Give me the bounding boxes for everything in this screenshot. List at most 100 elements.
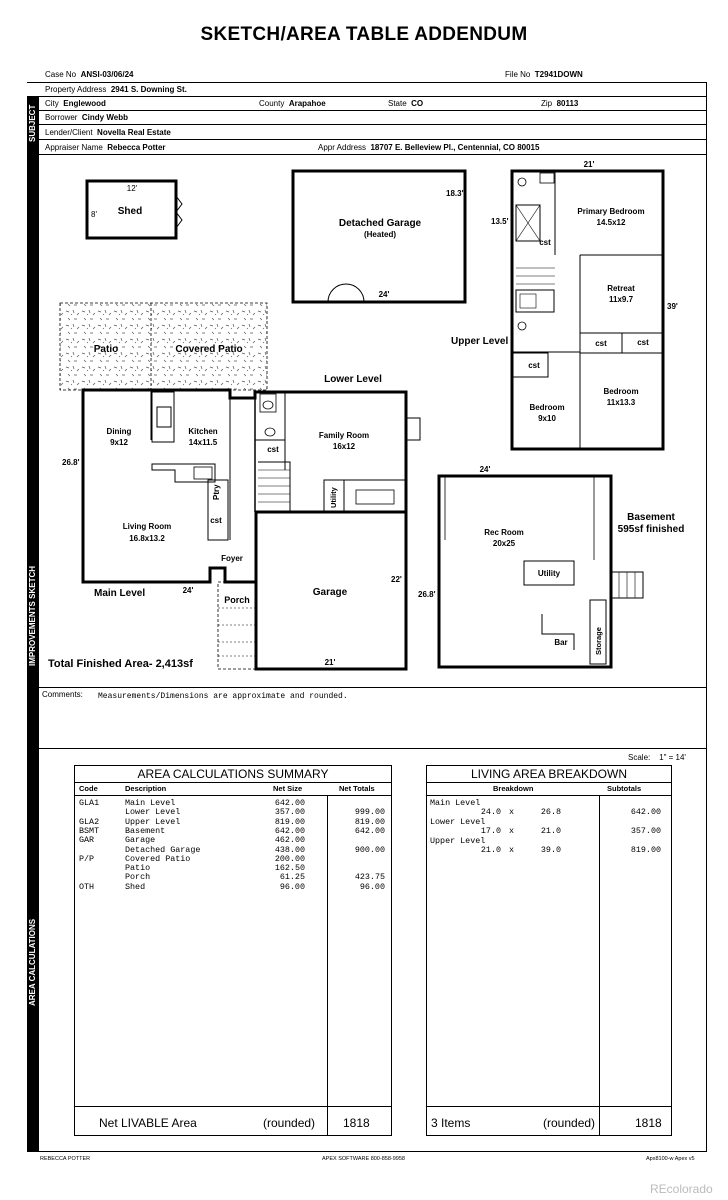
svg-text:Porch: Porch [224, 595, 250, 605]
svg-text:cst: cst [595, 339, 607, 348]
shed-outline [85, 179, 178, 240]
svg-text:11x9.7: 11x9.7 [609, 295, 634, 304]
cell-total: 423.75 [354, 872, 385, 883]
svg-text:14.5x12: 14.5x12 [597, 218, 626, 227]
cell-a: 24.0 [480, 807, 501, 818]
main-level-outline [81, 388, 408, 584]
city: City Englewood [45, 99, 106, 108]
svg-text:Utility: Utility [538, 569, 561, 578]
lender-client: Lender/Client Novella Real Estate [45, 128, 171, 137]
svg-text:cst: cst [528, 361, 540, 370]
cell-code: GLA2 [79, 816, 100, 827]
svg-text:Dining: Dining [107, 427, 132, 436]
cell-desc: Patio [125, 863, 151, 874]
cell-sub: 642.00 [630, 807, 661, 818]
svg-text:(Heated): (Heated) [364, 230, 396, 239]
svg-text:9x12: 9x12 [110, 438, 128, 447]
svg-text:Patio: Patio [94, 344, 118, 355]
svg-text:Living Room: Living Room [123, 522, 171, 531]
cell-a: 21.0 [480, 845, 501, 856]
svg-text:26.8': 26.8' [62, 458, 80, 467]
cell-net: 819.00 [274, 816, 305, 827]
cell-total: 900.00 [354, 844, 385, 855]
svg-text:Covered Patio: Covered Patio [175, 344, 242, 355]
svg-text:Family Room: Family Room [319, 431, 369, 440]
svg-text:Primary Bedroom: Primary Bedroom [577, 207, 644, 216]
comments-text: Measurements/Dimensions are approximate … [98, 692, 348, 701]
cell-code: OTH [79, 881, 95, 892]
svg-text:Basement: Basement [627, 512, 675, 523]
breakdown-group-name: Main Level [430, 798, 481, 808]
svg-text:cst: cst [637, 338, 649, 347]
borrower: Borrower Cindy Webb [45, 113, 128, 122]
cell-total: 96.00 [359, 881, 385, 892]
page-title: SKETCH/AREA TABLE ADDENDUM [200, 24, 528, 45]
svg-text:26.8': 26.8' [418, 590, 436, 599]
cell-net: 642.00 [274, 825, 305, 836]
svg-text:21': 21' [325, 658, 336, 667]
svg-text:Bar: Bar [554, 638, 567, 647]
svg-text:24': 24' [480, 465, 491, 474]
net-livable-label: Net LIVABLE Area [99, 1116, 197, 1130]
area-calculations-summary: AREA CALCULATIONS SUMMARY Code Descripti… [74, 765, 392, 1136]
appraiser-name: Appraiser Name Rebecca Potter [45, 143, 166, 152]
comments-label: Comments: [42, 690, 83, 699]
footer-software: APEX SOFTWARE 800-858-9958 [322, 1156, 405, 1162]
sidebar-calc: AREA CALCULATIONS [27, 748, 39, 1152]
svg-text:Lower Level: Lower Level [324, 374, 382, 385]
cell-code: GAR [79, 835, 95, 846]
breakdown-group-name: Lower Level [430, 817, 486, 827]
cell-desc: Main Level [125, 798, 176, 808]
cell-code: GLA1 [79, 798, 100, 808]
cell-desc: Upper Level [125, 816, 181, 827]
svg-text:14x11.5: 14x11.5 [189, 438, 218, 447]
svg-text:Bedroom: Bedroom [529, 403, 564, 412]
svg-text:Storage: Storage [594, 627, 603, 655]
watermark: REcolorado [650, 1182, 713, 1196]
svg-text:12': 12' [127, 184, 138, 193]
basement-outline [437, 474, 613, 669]
svg-text:cst: cst [267, 445, 279, 454]
svg-text:Garage: Garage [313, 587, 348, 598]
cell-sub: 357.00 [630, 826, 661, 837]
patio-area [59, 302, 268, 391]
living-breakdown-title: LIVING AREA BREAKDOWN [470, 767, 628, 781]
cell-desc: Shed [125, 881, 146, 892]
cell-x: x [509, 807, 515, 818]
file-no: File No T2941DOWN [505, 70, 583, 79]
svg-text:Bedroom: Bedroom [603, 387, 638, 396]
county: County Arapahoe [259, 99, 326, 108]
detached-garage-outline [291, 169, 467, 304]
living-total-value: 1818 [635, 1116, 662, 1130]
svg-text:Detached Garage: Detached Garage [339, 218, 422, 229]
property-address: Property Address 2941 S. Downing St. [45, 85, 187, 94]
footer-version: Apx8100-w Apex v5 [646, 1156, 695, 1162]
svg-text:8': 8' [91, 210, 97, 219]
cell-net: 357.00 [274, 807, 305, 818]
cell-total: 642.00 [354, 825, 385, 836]
cell-total: 999.00 [354, 807, 385, 818]
cell-b: 21.0 [540, 826, 561, 837]
svg-text:Ptry: Ptry [212, 484, 221, 500]
svg-text:16.8x13.2: 16.8x13.2 [129, 534, 165, 543]
svg-text:22': 22' [391, 575, 402, 584]
cell-x: x [509, 845, 515, 856]
cell-a: 17.0 [480, 826, 501, 837]
cell-code: BSMT [79, 825, 100, 836]
svg-text:Utility: Utility [329, 486, 338, 508]
cell-desc: Porch [125, 872, 151, 883]
net-livable-value: 1818 [343, 1116, 370, 1130]
cell-desc: Basement [125, 825, 166, 836]
svg-text:Kitchen: Kitchen [188, 427, 217, 436]
cell-net: 200.00 [274, 853, 305, 864]
table-row: BSMT Basement 642.00 642.00 [75, 825, 391, 836]
